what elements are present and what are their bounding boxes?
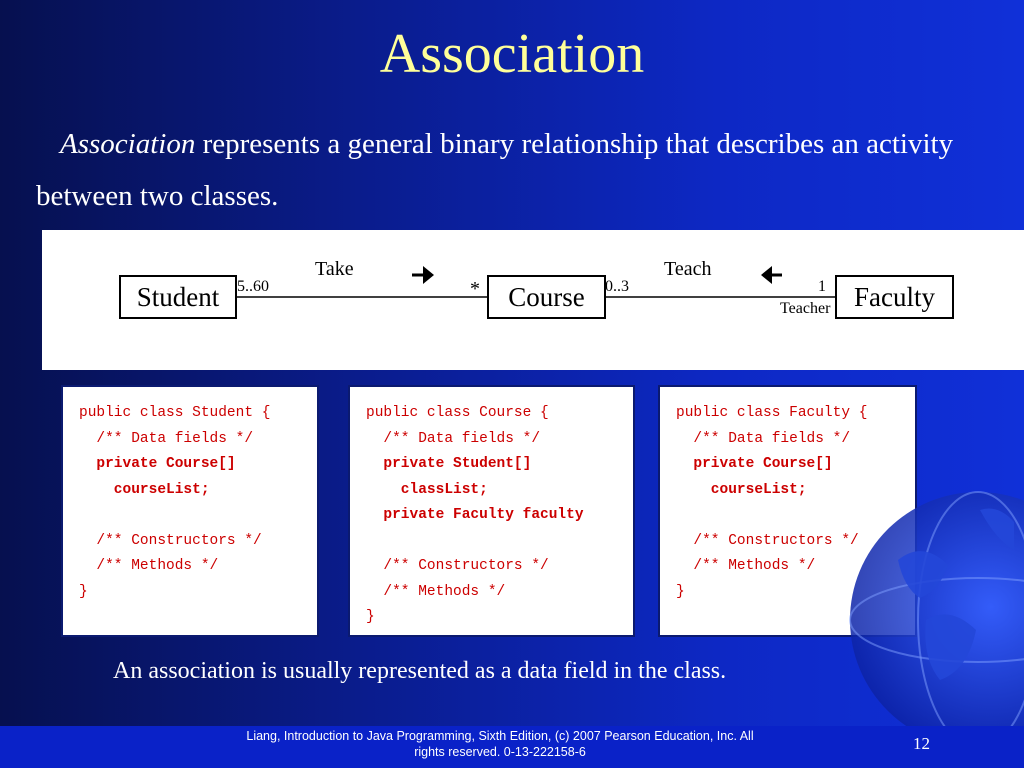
slide-title: Association xyxy=(379,23,645,85)
intro-paragraph: Association represents a general binary … xyxy=(36,118,986,222)
code-line: /** Methods */ xyxy=(79,558,219,574)
code-line: courseList; xyxy=(79,481,210,498)
code-line xyxy=(366,529,617,555)
code-line: /** Methods */ xyxy=(366,583,506,600)
code-line: private Course[] xyxy=(79,456,236,472)
code-line: /** Methods */ xyxy=(676,558,816,574)
course-class: Course xyxy=(487,275,606,319)
code-line: private Course[] xyxy=(676,456,833,472)
code-line: /** Data fields */ xyxy=(676,430,851,447)
course-teach-multiplicity: 0..3 xyxy=(605,278,629,295)
code-line: } xyxy=(676,583,685,600)
take-label: Take xyxy=(315,258,354,280)
faculty-class: Faculty xyxy=(835,275,954,319)
take-direction-icon xyxy=(412,266,434,284)
code-line: courseList; xyxy=(676,481,807,498)
teach-label: Teach xyxy=(664,258,712,280)
code-line: classList; xyxy=(366,481,488,498)
code-line: public class Course { xyxy=(366,405,549,421)
code-line: /** Data fields */ xyxy=(79,430,254,447)
teacher-role-label: Teacher xyxy=(780,300,831,317)
student-multiplicity: 5..60 xyxy=(237,278,269,295)
footer-line: Liang, Introduction to Java Programming,… xyxy=(246,729,754,743)
association-lines xyxy=(235,266,836,298)
footer-copyright: Liang, Introduction to Java Programming,… xyxy=(205,728,795,760)
code-line: /** Data fields */ xyxy=(366,430,541,447)
code-line: } xyxy=(366,609,375,625)
globe-icon xyxy=(849,491,1024,726)
course-take-multiplicity: * xyxy=(470,278,480,300)
student-code-box: public class Student { /** Data fields *… xyxy=(61,385,319,637)
code-line: /** Constructors */ xyxy=(79,532,262,549)
code-line: /** Constructors */ xyxy=(366,558,549,574)
closing-note: An association is usually represented as… xyxy=(113,658,727,684)
code-line: /** Constructors */ xyxy=(676,532,859,549)
code-line: private Student[] xyxy=(366,456,532,472)
code-line: } xyxy=(79,583,88,600)
code-line: public class Student { xyxy=(79,405,271,421)
code-line: public class Faculty { xyxy=(676,405,868,421)
uml-diagram: Student Course Faculty Take Teach 5..60 … xyxy=(42,230,1024,370)
page-number: 12 xyxy=(913,734,930,753)
teach-direction-icon xyxy=(761,266,782,284)
code-line xyxy=(79,503,301,529)
code-line: private Faculty faculty xyxy=(366,507,584,523)
footer-line: rights reserved. 0-13-222158-6 xyxy=(414,745,586,759)
intro-emphasis: Association xyxy=(60,128,196,160)
course-code-box: public class Course { /** Data fields */… xyxy=(348,385,635,637)
faculty-multiplicity: 1 xyxy=(818,278,826,295)
footer-bar xyxy=(0,726,1024,768)
intro-text: represents a general binary relationship… xyxy=(36,128,954,212)
student-class: Student xyxy=(119,275,237,319)
